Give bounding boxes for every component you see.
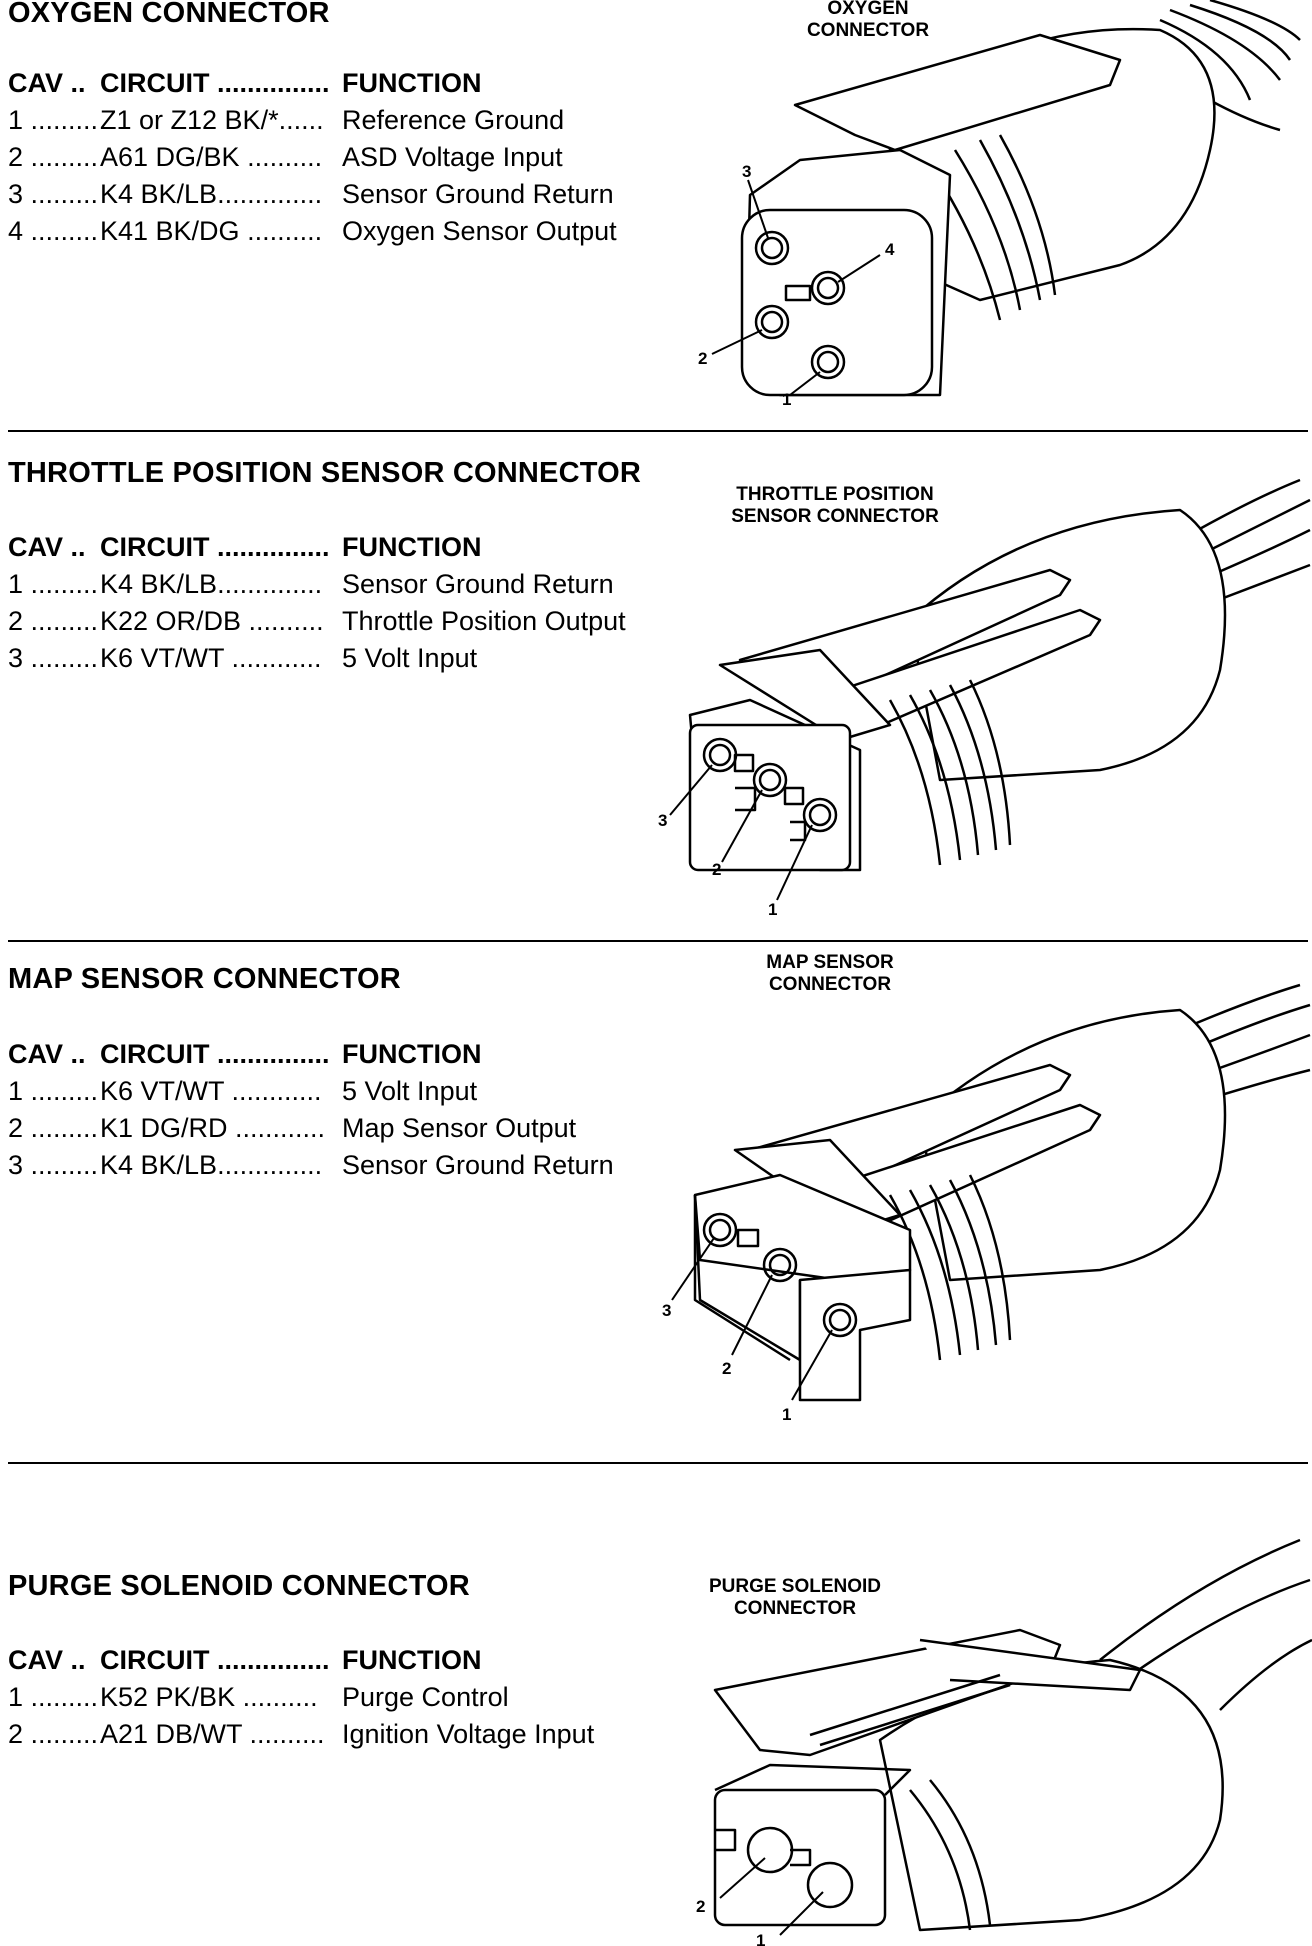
section-divider [8,430,1308,432]
pin-label-1: 1 [782,1405,791,1424]
cav-cell: 3 ......... [8,179,99,209]
function-cell: Oxygen Sensor Output [342,216,617,246]
pin-label-4: 4 [885,240,895,259]
label-line: SENSOR CONNECTOR [731,506,939,527]
diagram-label-throttle: THROTTLE POSITION SENSOR CONNECTOR [705,484,965,528]
cav-cell: 2 ......... [8,142,99,172]
map-connector-drawing: 3 2 1 [662,983,1311,1424]
circuit-cell: K4 BK/LB.............. [100,569,323,599]
circuit-cell: K4 BK/LB.............. [100,179,323,209]
header-cav: CAV .. [8,1039,86,1069]
section-divider [8,1462,1308,1464]
function-cell: Sensor Ground Return [342,179,614,209]
label-line: OXYGEN [827,0,909,19]
header-function: FUNCTION [342,68,482,98]
cav-cell: 1 ......... [8,569,99,599]
section-title-purge: PURGE SOLENOID CONNECTOR [8,1570,470,1602]
header-function: FUNCTION [342,1039,482,1069]
circuit-cell: K22 OR/DB .......... [100,606,324,636]
function-cell: Sensor Ground Return [342,569,614,599]
header-cav: CAV .. [8,1645,86,1675]
circuit-cell: K6 VT/WT ............ [100,643,322,673]
circuit-cell: A21 DB/WT .......... [100,1719,325,1749]
cav-cell: 2 ......... [8,1719,99,1749]
section-title-map: MAP SENSOR CONNECTOR [8,963,401,995]
label-line: MAP SENSOR [766,952,894,973]
function-cell: 5 Volt Input [342,1076,478,1106]
pin-label-2: 2 [712,860,721,879]
function-cell: Ignition Voltage Input [342,1719,595,1749]
pin-label-1: 1 [768,900,777,919]
function-cell: Map Sensor Output [342,1113,577,1143]
pin-label-2: 2 [698,349,707,368]
cav-cell: 3 ......... [8,643,99,673]
header-circuit: CIRCUIT ............... [100,1645,330,1675]
header-circuit: CIRCUIT ............... [100,68,330,98]
purge-connector-drawing: 2 1 [696,1538,1312,1946]
diagram-label-oxygen: OXYGEN CONNECTOR [778,0,958,42]
label-line: THROTTLE POSITION [736,484,934,505]
diagram-label-purge: PURGE SOLENOID CONNECTOR [690,1576,900,1620]
header-cav: CAV .. [8,68,86,98]
header-circuit: CIRCUIT ............... [100,1039,330,1069]
function-cell: Reference Ground [342,105,565,135]
cav-cell: 1 ......... [8,1076,99,1106]
circuit-cell: K1 DG/RD ............ [100,1113,326,1143]
pin-label-3: 3 [662,1301,671,1320]
cav-cell: 2 ......... [8,606,99,636]
label-line: CONNECTOR [733,1598,857,1619]
circuit-cell: A61 DG/BK .......... [100,142,323,172]
oxygen-connector-drawing: 3 4 2 1 [698,0,1301,409]
label-line: CONNECTOR [768,974,892,995]
function-cell: Sensor Ground Return [342,1150,614,1180]
pin-label-1: 1 [782,390,791,409]
circuit-cell: K52 PK/BK .......... [100,1682,318,1712]
header-cav: CAV .. [8,532,86,562]
label-line: CONNECTOR [806,20,930,41]
label-line: PURGE SOLENOID [708,1576,882,1597]
throttle-connector-drawing: 3 2 1 [658,478,1311,919]
header-circuit: CIRCUIT ............... [100,532,330,562]
circuit-cell: Z1 or Z12 BK/*...... [100,105,324,135]
section-divider [8,940,1308,942]
function-cell: Purge Control [342,1682,509,1712]
cav-cell: 4 ......... [8,216,99,246]
function-cell: Throttle Position Output [342,606,626,636]
circuit-cell: K4 BK/LB.............. [100,1150,323,1180]
function-cell: 5 Volt Input [342,643,478,673]
pin-label-2: 2 [696,1897,705,1916]
function-cell: ASD Voltage Input [342,142,563,172]
cav-cell: 1 ......... [8,105,99,135]
cav-cell: 1 ......... [8,1682,99,1712]
pin-label-3: 3 [658,811,667,830]
diagram-label-map: MAP SENSOR CONNECTOR [740,952,920,996]
header-function: FUNCTION [342,1645,482,1675]
cav-cell: 3 ......... [8,1150,99,1180]
circuit-cell: K41 BK/DG .......... [100,216,323,246]
circuit-cell: K6 VT/WT ............ [100,1076,322,1106]
pin-label-1: 1 [756,1931,765,1946]
pin-label-3: 3 [742,162,751,181]
pin-label-2: 2 [722,1359,731,1378]
cav-cell: 2 ......... [8,1113,99,1143]
header-function: FUNCTION [342,532,482,562]
section-title-oxygen: OXYGEN CONNECTOR [8,0,330,29]
section-title-throttle: THROTTLE POSITION SENSOR CONNECTOR [8,457,642,489]
